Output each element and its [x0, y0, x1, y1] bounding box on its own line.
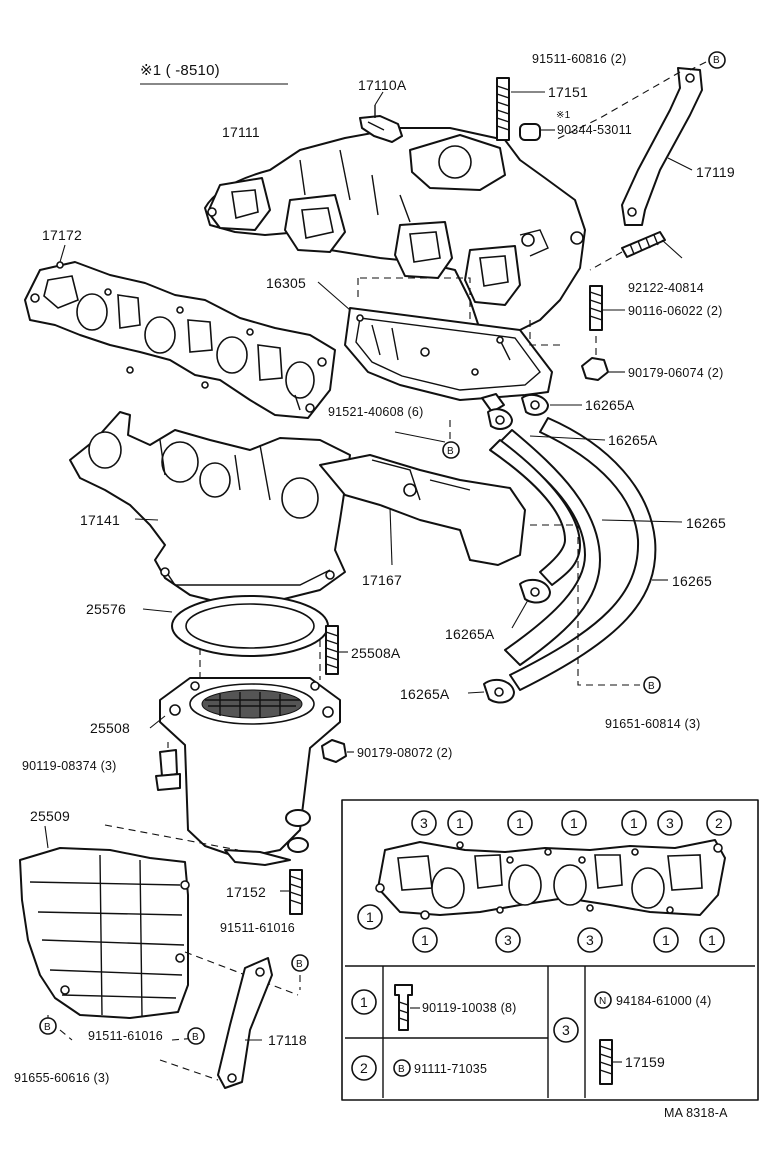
hose-clamp-16265A: [467, 393, 640, 704]
bracket-17118: [159, 957, 273, 1089]
table-key-1: 1: [360, 994, 368, 1010]
label-17111: 17111: [222, 124, 260, 140]
symbol-b-3: B: [296, 959, 303, 970]
stud-25508A: [325, 625, 348, 675]
plug-90344-53011: [519, 123, 555, 141]
symbol-b-1: B: [447, 446, 454, 457]
label-17172: 17172: [42, 227, 82, 243]
label-17152: 17152: [226, 884, 266, 900]
label-16305: 16305: [266, 275, 306, 291]
inset-circle-7: 2: [715, 815, 723, 831]
inset-circle-8: 1: [366, 909, 374, 925]
label-91655-60616: 91655-60616 (3): [14, 1071, 110, 1085]
inset-circle-12: 1: [662, 932, 670, 948]
table-part-17159: 17159: [625, 1054, 665, 1070]
vacuum-hose-16265: [489, 417, 683, 691]
symbol-n-1: N: [599, 996, 607, 1007]
label-91521-40608: 91521-40608 (6): [328, 405, 424, 419]
sensor-plug-17110A: [359, 91, 403, 143]
label-17141: 17141: [80, 512, 120, 528]
label-16265A-4: 16265A: [400, 686, 450, 702]
label-90179-08072: 90179-08072 (2): [357, 746, 453, 760]
label-91651-60814: 91651-60814 (3): [605, 717, 701, 731]
inset-circle-5: 1: [630, 815, 638, 831]
symbol-b-6: B: [398, 1064, 405, 1075]
label-91511-61016-b: 91511-61016: [88, 1029, 163, 1043]
symbol-circles: [39, 51, 726, 1077]
bolt-90119-08374: [155, 742, 181, 791]
table-part-94184-61000: 94184-61000 (4): [616, 994, 712, 1008]
inset-circle-4: 1: [570, 815, 578, 831]
label-91511-60816: 91511-60816 (2): [532, 52, 627, 66]
symbol-b-5: B: [44, 1022, 51, 1033]
label-91511-61016-a: 91511-61016: [220, 921, 295, 935]
label-90344-note: ※1: [556, 110, 571, 121]
table-part-90119-10038: 90119-10038 (8): [422, 1001, 517, 1015]
label-25508A: 25508A: [351, 645, 401, 661]
exhaust-manifold-17111: [204, 127, 586, 336]
inset-circle-10: 3: [504, 932, 512, 948]
label-90116-06022: 90116-06022 (2): [628, 304, 723, 318]
stud-17152: [280, 869, 303, 915]
stud-90116-06022: [589, 285, 625, 331]
symbol-b: B: [713, 55, 720, 66]
nut-90179-08072: [321, 739, 354, 763]
inset-circle-1: 3: [420, 815, 428, 831]
label-17151: 17151: [548, 84, 588, 100]
inset-circle-6: 3: [666, 815, 674, 831]
label-90119-08374: 90119-08374 (3): [22, 759, 117, 773]
label-92122-40814: 92122-40814: [628, 281, 704, 295]
label-90344-53011: 90344-53011: [557, 123, 632, 137]
catalytic-converter-25508: [149, 677, 341, 866]
bolt-91521-40608: [394, 393, 505, 448]
inset-circle-3: 1: [516, 815, 524, 831]
table-key-2: 2: [360, 1060, 368, 1076]
header-note: ※1 ( -8510): [140, 62, 220, 79]
inset-circle-13: 1: [708, 932, 716, 948]
label-16265A-3: 16265A: [445, 626, 495, 642]
bracket-17119: [554, 61, 707, 226]
table-key-3: 3: [562, 1022, 570, 1038]
label-17118: 17118: [268, 1032, 307, 1048]
label-17119: 17119: [696, 164, 735, 180]
symbol-b-4: B: [192, 1032, 199, 1043]
label-16265A-1: 16265A: [585, 397, 635, 413]
nut-90179-06074: [581, 332, 625, 381]
label-17167: 17167: [362, 572, 402, 588]
heat-shield-25509: [19, 824, 299, 1019]
stud-92122-40814: [589, 231, 683, 271]
label-25576: 25576: [86, 601, 126, 617]
label-16265-2: 16265: [672, 573, 712, 589]
gasket-ring-25576: [142, 595, 329, 680]
label-17110A: 17110A: [358, 77, 407, 93]
inset-circle-2: 1: [456, 815, 464, 831]
inset-circle-9: 1: [421, 932, 429, 948]
label-90179-06074: 90179-06074 (2): [628, 366, 724, 380]
inset-box: [341, 799, 759, 1101]
footer-code: MA 8318-A: [664, 1106, 728, 1120]
label-16265A-2: 16265A: [608, 432, 658, 448]
stud-17151: [496, 77, 545, 141]
manifold-gasket-17172: [24, 244, 336, 419]
label-25509: 25509: [30, 808, 70, 824]
exhaust-manifold-17141: [69, 411, 526, 606]
table-part-91111-71035: 91111-71035: [414, 1062, 488, 1076]
inset-circle-11: 3: [586, 932, 594, 948]
inset-number-circles: [351, 810, 732, 1081]
symbol-b-2: B: [648, 681, 655, 692]
label-25508: 25508: [90, 720, 130, 736]
label-16265-1: 16265: [686, 515, 726, 531]
